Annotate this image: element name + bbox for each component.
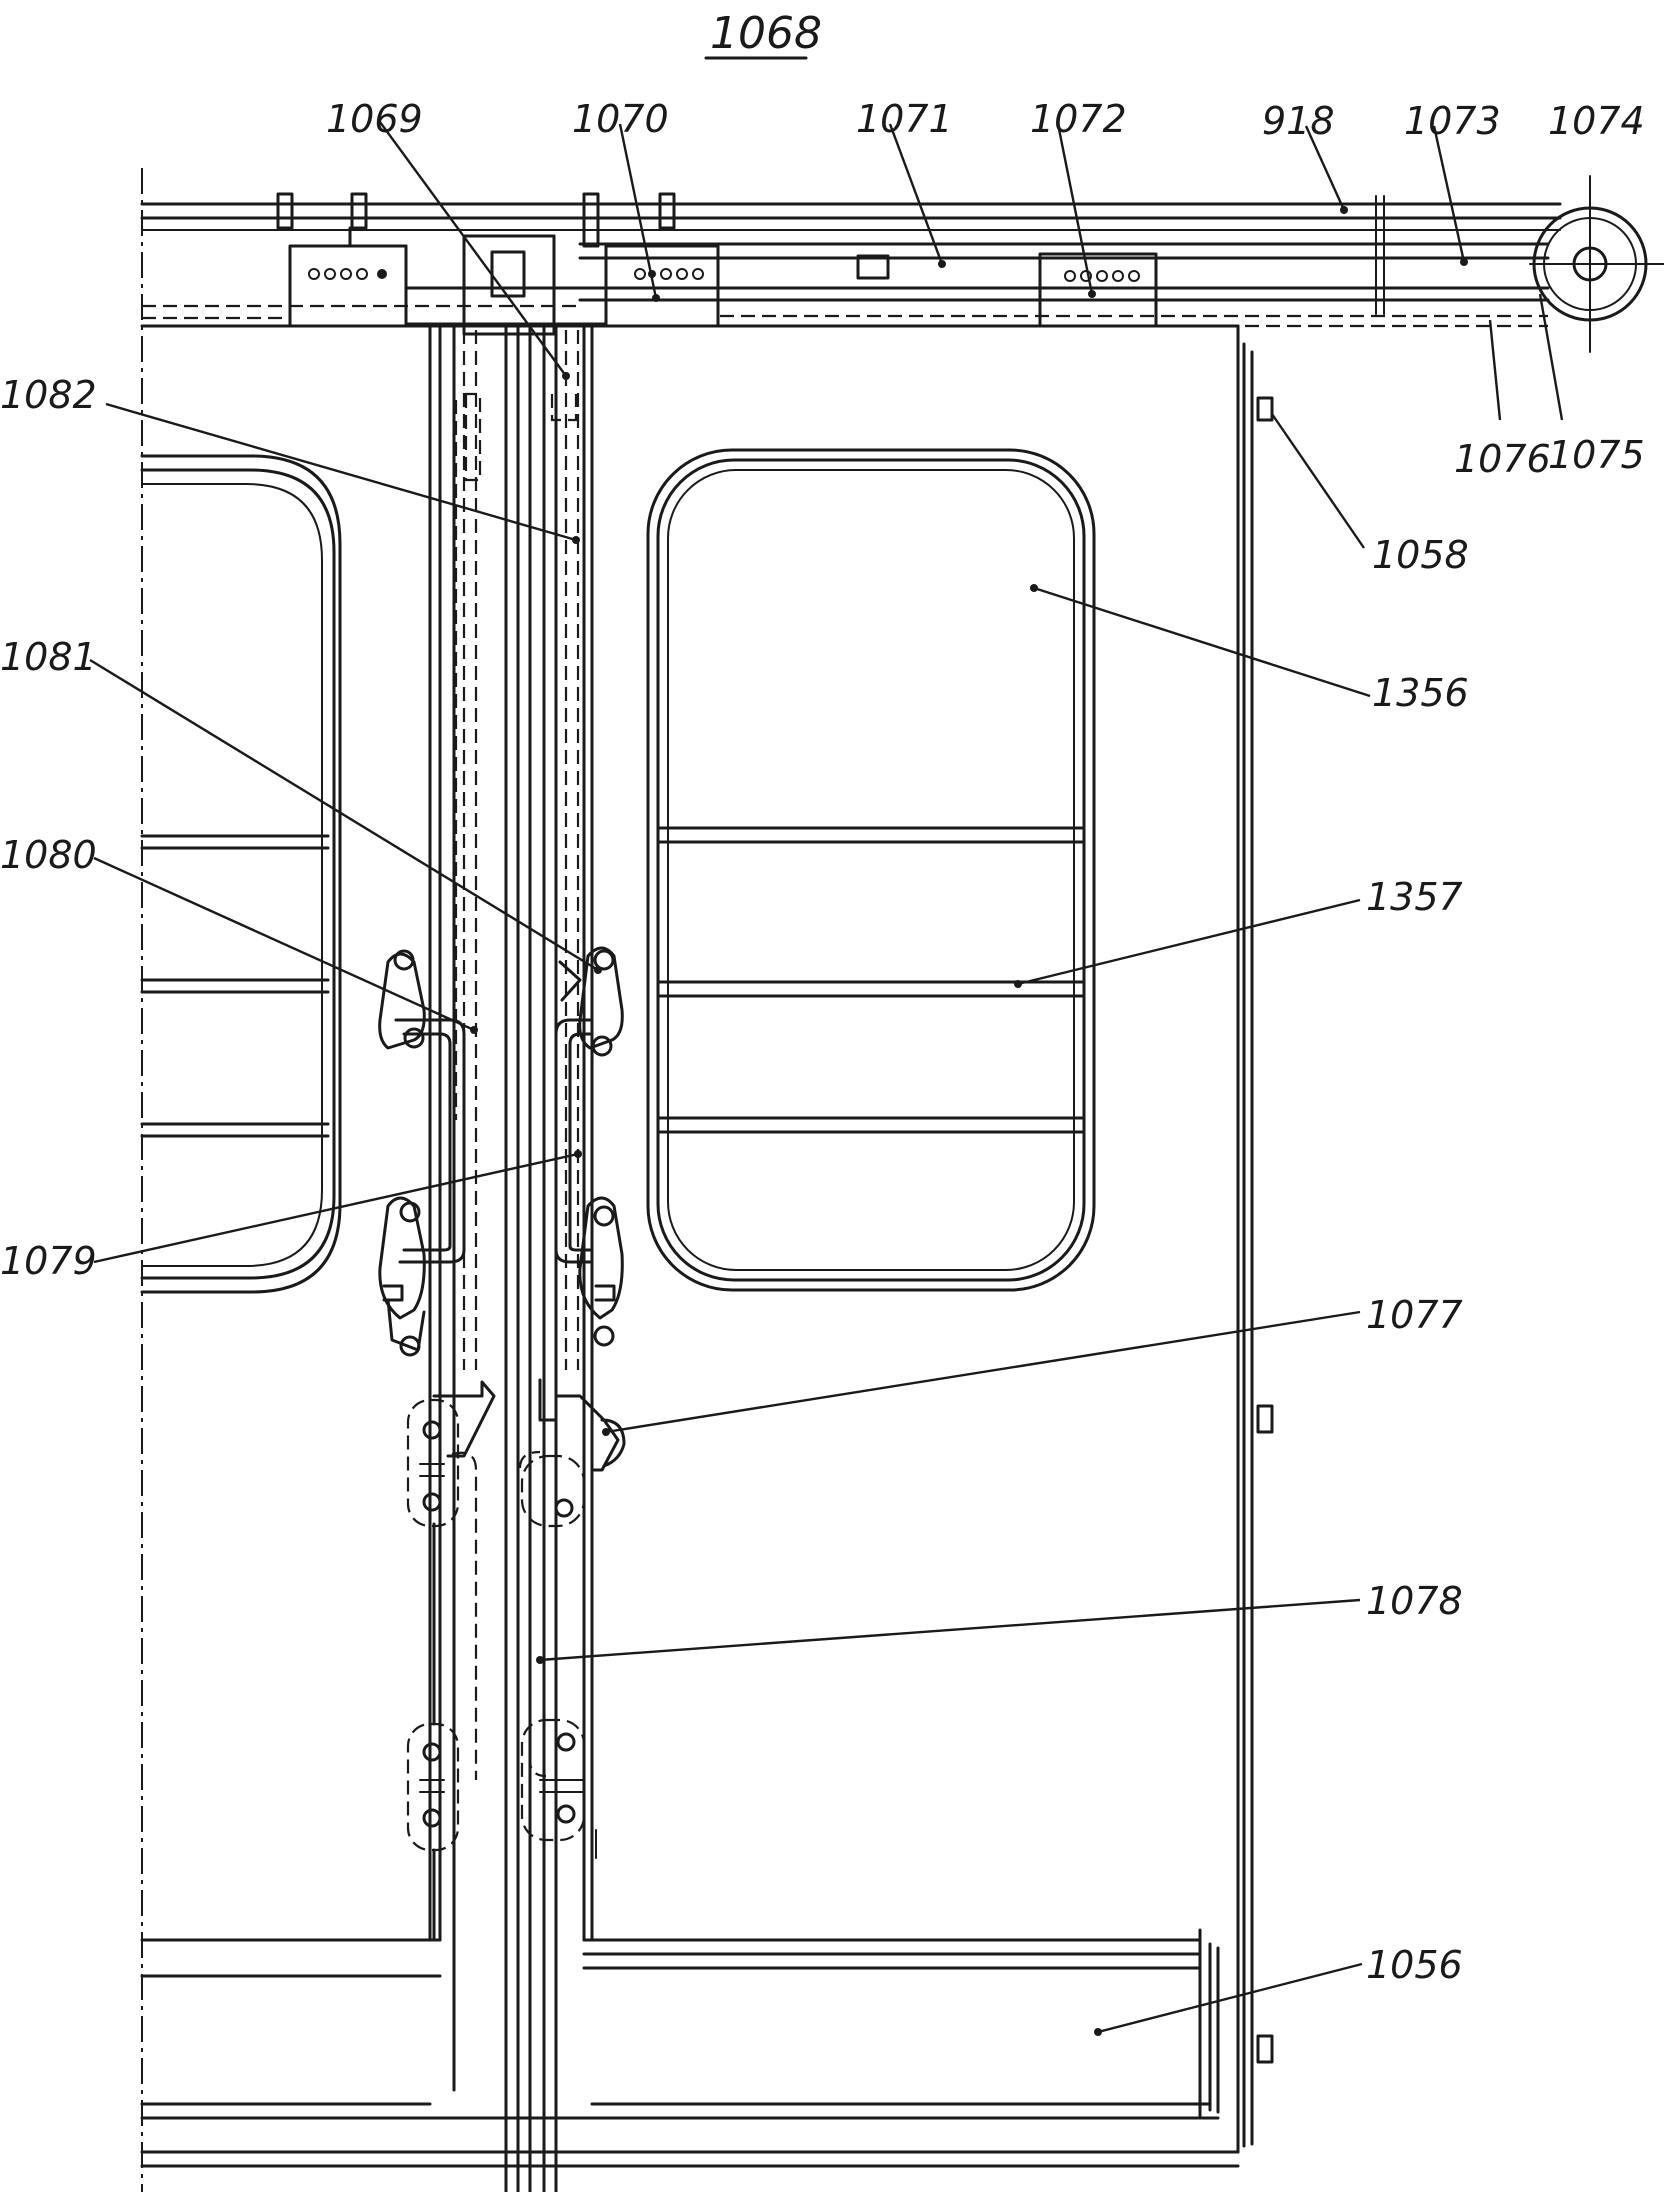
label-1073: 1073 — [1404, 99, 1501, 143]
lock-assembly-left — [406, 1380, 496, 1942]
label-1081: 1081 — [0, 635, 97, 679]
label-1069: 1069 — [326, 97, 423, 141]
top-rail — [140, 195, 1562, 328]
label-1058: 1058 — [1372, 533, 1469, 577]
label-1056: 1056 — [1366, 1943, 1463, 1987]
reference-labels: 1069 1070 1071 1072 918 1073 1074 1075 1… — [0, 97, 1645, 1987]
label-1080: 1080 — [0, 833, 97, 877]
label-1074: 1074 — [1548, 99, 1645, 143]
coupling-center — [404, 234, 608, 336]
right-window — [646, 448, 1096, 1292]
label-1070: 1070 — [572, 97, 669, 141]
hanger-bracket-left — [276, 192, 408, 328]
hanger-bracket-1070 — [582, 192, 720, 328]
label-1076: 1076 — [1454, 437, 1551, 481]
label-1356: 1356 — [1372, 671, 1469, 715]
pulley — [1529, 175, 1664, 353]
label-918: 918 — [1262, 99, 1335, 143]
leader-lines — [89, 121, 1564, 2036]
lock-assembly-right — [518, 1378, 626, 1859]
left-window — [140, 454, 342, 1294]
label-1357: 1357 — [1366, 875, 1463, 919]
figure-title: 1068 — [710, 8, 822, 59]
label-1077: 1077 — [1366, 1293, 1463, 1337]
label-1082: 1082 — [0, 373, 97, 417]
handle-left — [378, 949, 466, 1357]
label-1071: 1071 — [856, 97, 953, 141]
label-1079: 1079 — [0, 1239, 97, 1283]
label-1075: 1075 — [1548, 433, 1645, 477]
right-door-leaf — [582, 324, 1274, 2154]
handle-right — [554, 946, 624, 1347]
label-1072: 1072 — [1030, 97, 1127, 141]
bottom-threshold — [140, 1928, 1240, 2168]
label-1078: 1078 — [1366, 1579, 1463, 1623]
left-door-leaf — [428, 324, 580, 2192]
